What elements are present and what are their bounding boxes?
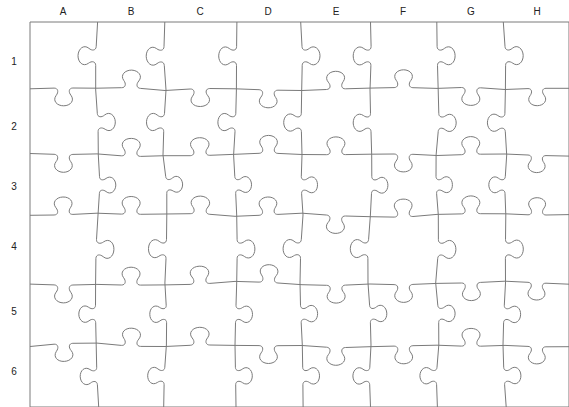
puzzle-edge: [505, 88, 569, 105]
column-label: C: [196, 7, 203, 17]
puzzle-edge: [30, 197, 97, 215]
puzzle-edge: [30, 22, 569, 407]
puzzle-edge: [353, 345, 371, 407]
puzzle-edge: [302, 137, 370, 155]
puzzle-edge: [300, 283, 318, 345]
puzzle-edge: [235, 345, 302, 363]
puzzle-edge: [505, 215, 523, 283]
puzzle-edge: [98, 155, 116, 215]
puzzle-edge: [350, 215, 370, 283]
puzzle-edge: [163, 155, 183, 215]
puzzle-edge: [370, 199, 437, 217]
puzzle-edge: [165, 196, 235, 216]
puzzle-edge: [150, 283, 167, 345]
puzzle-edge: [79, 283, 96, 345]
puzzle-edge: [505, 198, 569, 215]
puzzle-edge: [97, 196, 165, 214]
puzzle-edge: [165, 266, 235, 285]
puzzle-edge: [370, 154, 437, 172]
puzzle-edge: [146, 22, 166, 90]
puzzle-edge: [437, 328, 505, 346]
puzzle-edge: [235, 265, 302, 285]
puzzle-edge: [302, 213, 370, 233]
puzzle-edge: [301, 155, 317, 215]
puzzle-edge: [436, 90, 456, 155]
puzzle-edge: [78, 22, 98, 90]
puzzle-edge: [283, 215, 303, 283]
puzzle-edge: [96, 90, 116, 155]
puzzle-edge: [30, 343, 97, 361]
puzzle-edge: [165, 327, 235, 346]
puzzle-edge: [165, 89, 235, 107]
row-label: 5: [11, 307, 17, 317]
row-label: 1: [11, 57, 17, 67]
puzzle-edge: [505, 281, 569, 300]
puzzle-edge: [219, 22, 237, 90]
puzzle-edge: [437, 88, 505, 106]
puzzle-edge: [436, 155, 452, 215]
puzzle-edge: [235, 345, 252, 407]
puzzle-edge: [234, 155, 252, 215]
puzzle-edge: [370, 283, 437, 302]
puzzle-edge: [436, 215, 456, 283]
puzzle-edge: [505, 345, 569, 364]
puzzle-edge: [97, 70, 165, 90]
puzzle-edge: [235, 283, 253, 345]
puzzle-edge: [30, 284, 97, 303]
puzzle-edge: [437, 281, 505, 300]
column-label: E: [333, 7, 340, 17]
column-label: A: [60, 7, 67, 17]
puzzle-edge: [370, 70, 437, 89]
puzzle-edge: [302, 284, 370, 303]
puzzle-edge: [436, 283, 455, 345]
column-label: G: [467, 7, 475, 17]
puzzle-edge: [97, 138, 165, 156]
puzzle-edge: [370, 155, 388, 215]
puzzle-edge: [80, 345, 99, 407]
puzzle-edge: [437, 22, 455, 90]
puzzle-edge: [30, 88, 97, 106]
puzzle-edge: [148, 345, 167, 407]
puzzle-edge: [235, 89, 302, 108]
puzzle-edge: [368, 283, 387, 345]
puzzle-edge: [284, 90, 302, 155]
puzzle-edge: [97, 267, 165, 285]
puzzle-edge: [503, 22, 523, 90]
puzzle-edge: [235, 197, 302, 216]
column-label: B: [128, 7, 135, 17]
puzzle-edge: [237, 215, 255, 283]
puzzle-edge: [302, 345, 319, 407]
puzzle-edge: [437, 137, 505, 156]
puzzle-edge: [353, 90, 372, 155]
puzzle-edge: [420, 345, 439, 407]
row-label: 3: [11, 182, 17, 192]
puzzle-edge: [302, 346, 370, 366]
column-label: D: [264, 7, 271, 17]
puzzle-edge: [146, 90, 166, 155]
puzzle-edge: [302, 71, 370, 90]
puzzle-edge: [353, 22, 371, 90]
row-label: 4: [11, 242, 17, 252]
puzzle-edge: [235, 135, 302, 154]
column-label: H: [533, 7, 540, 17]
puzzle-edge: [489, 155, 507, 215]
puzzle-edge: [165, 138, 235, 156]
row-label: 2: [11, 122, 17, 132]
puzzle-edge: [96, 215, 114, 283]
puzzle-edge: [97, 328, 165, 346]
puzzle-edge: [487, 90, 506, 155]
puzzle-edge: [30, 154, 97, 173]
puzzle-edge: [503, 283, 521, 345]
row-label: 6: [11, 367, 17, 377]
column-label: F: [400, 7, 406, 17]
puzzle-edge: [148, 215, 166, 283]
puzzle-edge: [505, 154, 569, 173]
puzzle-edge: [218, 90, 237, 155]
puzzle-edge: [503, 345, 521, 407]
puzzle-edge: [301, 22, 320, 90]
puzzle-edge: [437, 196, 505, 215]
puzzle-edge: [370, 345, 437, 364]
